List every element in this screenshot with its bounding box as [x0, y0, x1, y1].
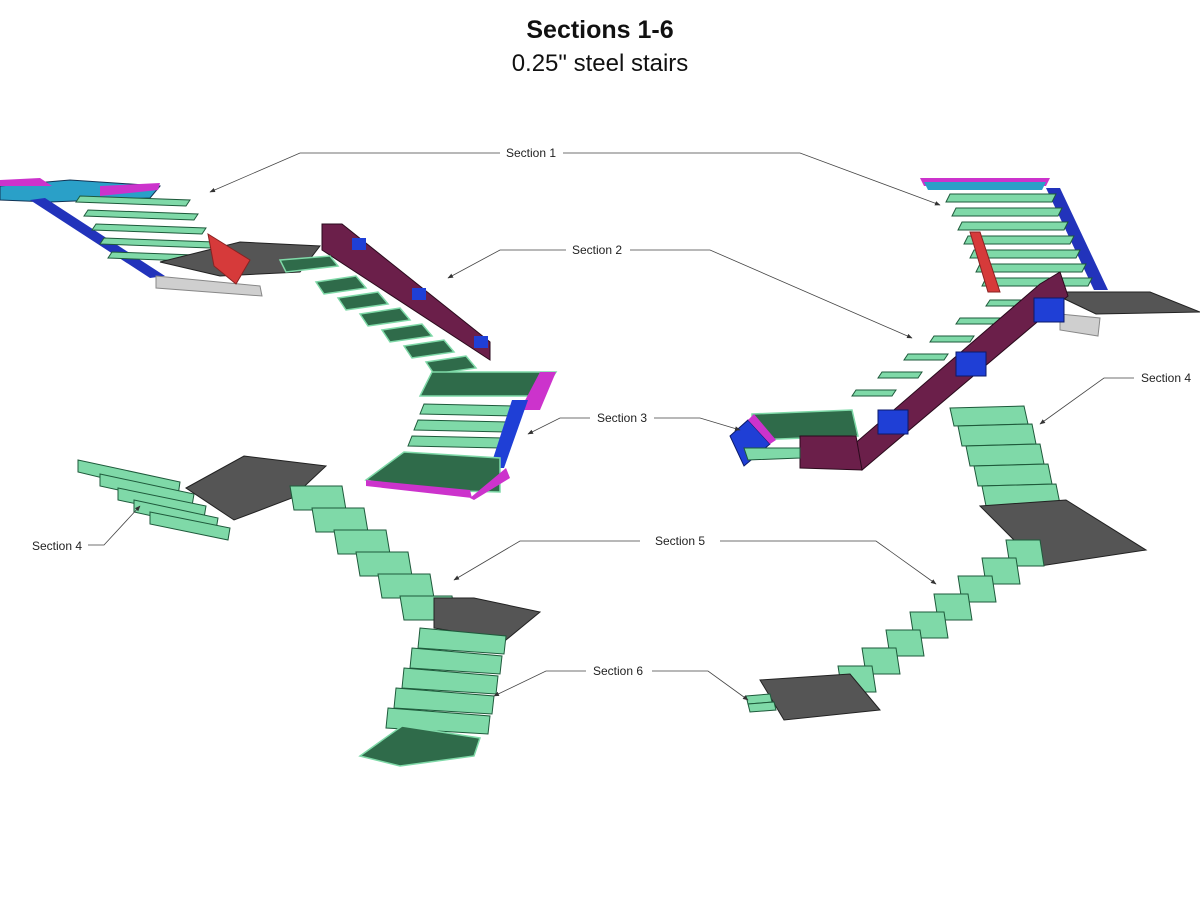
section1-callout: Section 1: [209, 146, 941, 206]
right-section6-flight: [745, 693, 777, 713]
left-section3-flight: [364, 371, 558, 500]
section2-callout: Section 2: [447, 243, 913, 339]
diagram-subtitle: 0.25" steel stairs: [511, 50, 689, 77]
left-section4-landing: [185, 455, 328, 521]
right-section1-treads: [945, 193, 1093, 287]
section6-callout: Section 6: [493, 664, 749, 701]
right-section1-top-landing: [920, 178, 1108, 290]
left-section1-landing: [155, 232, 321, 297]
left-section6-bottom-landing: [358, 725, 481, 767]
right-section4-flight: [949, 405, 1061, 507]
right-section1-red-plate: [969, 231, 1001, 293]
section5-label: Section 5: [655, 534, 705, 548]
diagram-title: Sections 1-6: [526, 16, 674, 44]
left-section5-landing: [433, 597, 542, 641]
section4-right-label: Section 4: [1141, 371, 1191, 385]
right-section5-flight: [837, 539, 1045, 693]
section1-label: Section 1: [506, 146, 556, 160]
right-section1-landing: [1049, 291, 1200, 315]
right-section4-landing: [978, 499, 1148, 567]
right-section6-landing: [759, 673, 881, 721]
left-section4-flight: [77, 459, 231, 541]
section6-label: Section 6: [593, 664, 643, 678]
left-stair-assembly: [0, 178, 558, 767]
right-stair-assembly: [729, 178, 1200, 721]
left-section6-flight: [385, 627, 507, 735]
right-section3-flight: [729, 409, 863, 471]
section4-left-callout: Section 4: [32, 505, 141, 553]
section3-label: Section 3: [597, 411, 647, 425]
left-section2-flight: [278, 223, 491, 375]
section4-right-callout: Section 4: [1039, 371, 1191, 425]
section5-callout: Section 5: [453, 534, 937, 585]
left-section5-flight: [289, 485, 457, 621]
section3-callout: Section 3: [527, 411, 741, 435]
right-section1-landing-edge: [1059, 313, 1101, 337]
section2-label: Section 2: [572, 243, 622, 257]
section4-left-label: Section 4: [32, 539, 82, 553]
right-section2-flight: [851, 271, 1069, 471]
